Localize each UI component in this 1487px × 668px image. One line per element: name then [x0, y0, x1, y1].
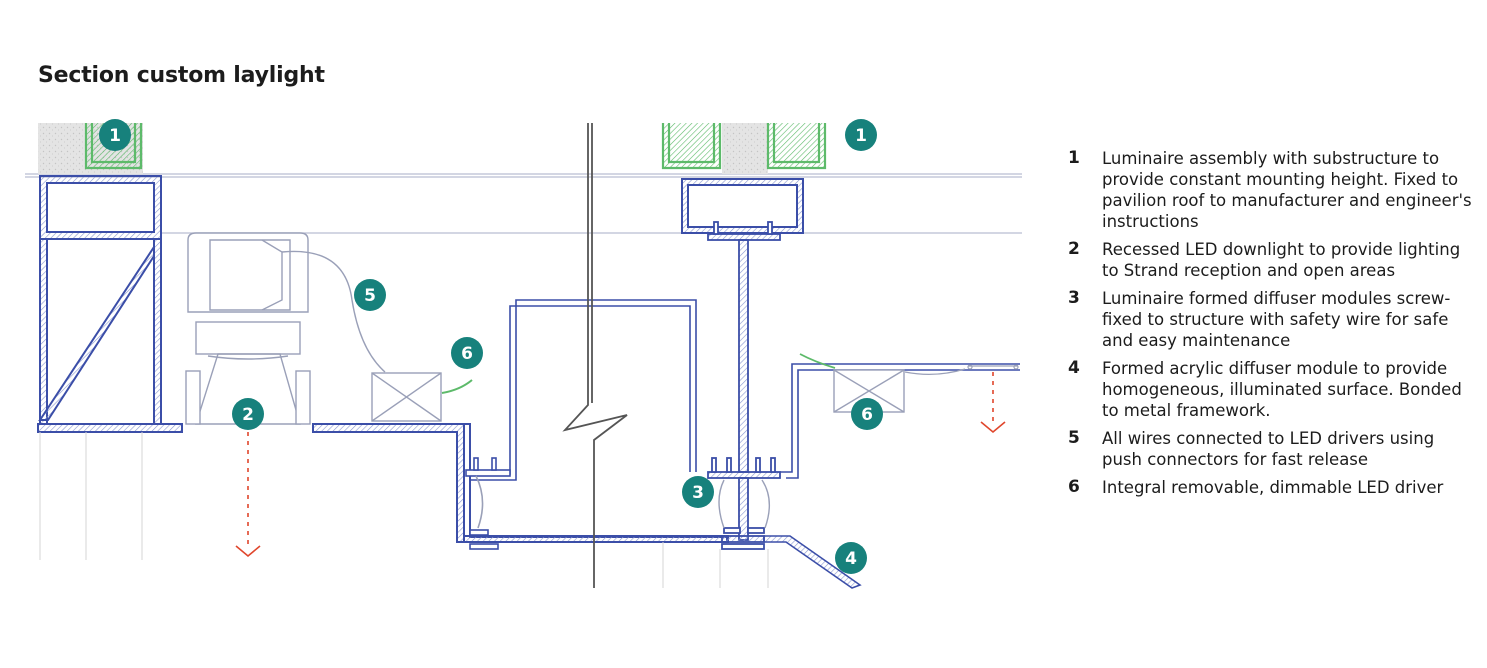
light-arrow-left — [235, 432, 261, 558]
left-bracket — [38, 238, 162, 425]
page-title: Section custom laylight — [38, 63, 325, 88]
legend-number: 2 — [1068, 239, 1080, 259]
legend-item: 4 Formed acrylic diffuser module to prov… — [1066, 358, 1476, 421]
legend-number: 5 — [1068, 428, 1080, 448]
legend: 1 Luminaire assembly with substructure t… — [1066, 148, 1476, 505]
marker-6b: 6 — [851, 398, 883, 430]
marker-label: 1 — [109, 126, 121, 146]
legend-number: 1 — [1068, 148, 1080, 168]
marker-label: 2 — [242, 405, 254, 425]
green-wire-left — [441, 379, 473, 394]
legend-number: 6 — [1068, 477, 1080, 497]
downlight-housing — [185, 232, 311, 425]
green-wire-right — [799, 353, 836, 369]
marker-6a: 6 — [451, 337, 483, 369]
marker-3: 3 — [682, 476, 714, 508]
light-arrow-right — [980, 372, 1006, 434]
wire — [281, 250, 386, 373]
safety-wire-left — [718, 479, 725, 529]
marker-label: 4 — [845, 549, 857, 569]
marker-label: 3 — [692, 483, 704, 503]
marker-4: 4 — [835, 542, 867, 574]
legend-text: Luminaire assembly with substructure to … — [1102, 149, 1472, 231]
marker-label: 1 — [855, 126, 867, 146]
room-lines — [39, 432, 769, 588]
green-channels — [84, 123, 827, 170]
marker-5: 5 — [354, 279, 386, 311]
roof-lines — [25, 173, 1022, 234]
safety-wire-right — [761, 479, 770, 529]
right-ceiling-detail — [904, 364, 1019, 375]
legend-item: 2 Recessed LED downlight to provide ligh… — [1066, 239, 1476, 281]
marker-1a: 1 — [99, 119, 131, 151]
break-line — [562, 123, 628, 588]
legend-text: Recessed LED downlight to provide lighti… — [1102, 240, 1461, 280]
diffuser-frame — [470, 299, 697, 481]
acrylic-diffuser — [763, 535, 862, 589]
legend-item: 5 All wires connected to LED drivers usi… — [1066, 428, 1476, 470]
marker-label: 5 — [364, 286, 376, 306]
legend-number: 3 — [1068, 288, 1080, 308]
section-drawing: 1 1 2 3 4 5 6 6 — [25, 119, 1022, 589]
marker-1b: 1 — [845, 119, 877, 151]
marker-label: 6 — [861, 405, 873, 425]
legend-item: 6 Integral removable, dimmable LED drive… — [1066, 477, 1476, 498]
i-beam — [707, 221, 781, 550]
legend-number: 4 — [1068, 358, 1080, 378]
legend-item: 3 Luminaire formed diffuser modules scre… — [1066, 288, 1476, 351]
driver-box-left — [371, 372, 442, 422]
marker-2: 2 — [232, 398, 264, 430]
roof-slab-right — [722, 123, 768, 174]
box-sections — [39, 175, 804, 240]
right-frame — [780, 363, 1020, 479]
legend-item: 1 Luminaire assembly with substructure t… — [1066, 148, 1476, 232]
fixing-left — [465, 457, 511, 550]
legend-text: All wires connected to LED drivers using… — [1102, 429, 1435, 469]
legend-text: Integral removable, dimmable LED driver — [1102, 478, 1444, 497]
legend-text: Luminaire formed diffuser modules screw-… — [1102, 289, 1451, 350]
legend-text: Formed acrylic diffuser module to provid… — [1102, 359, 1462, 420]
marker-label: 6 — [461, 344, 473, 364]
